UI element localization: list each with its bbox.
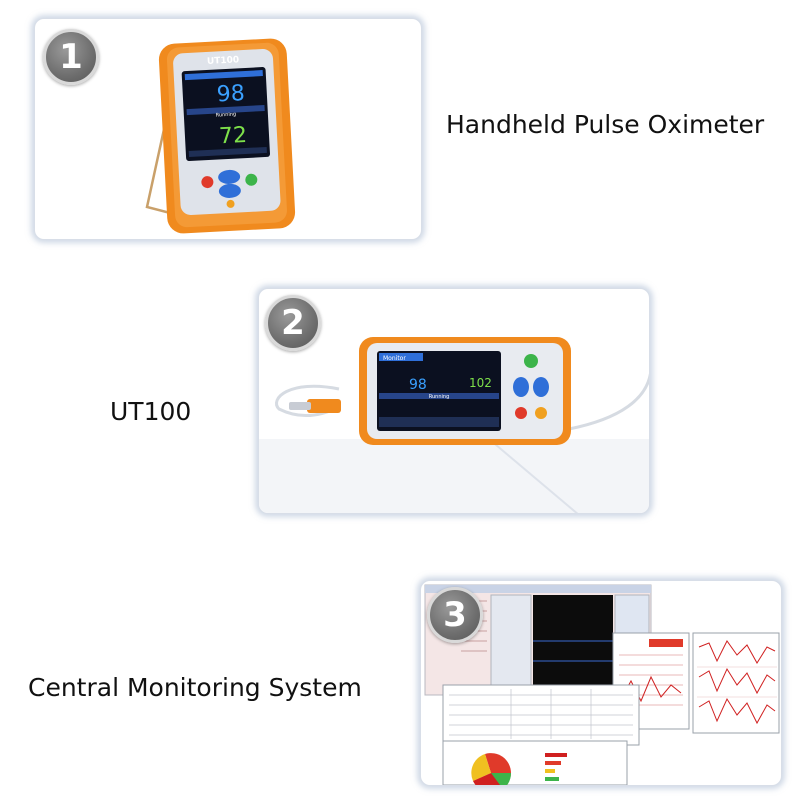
device2-pulse-value: 102 — [469, 376, 492, 390]
device-brand-label: UT100 — [207, 55, 240, 67]
product-card-3: 3 — [420, 580, 782, 786]
caption-central-monitoring-system: Central Monitoring System — [28, 673, 362, 702]
caption-ut100: UT100 — [110, 397, 192, 426]
product-card-1: 1 UT100 98 Running 72 — [34, 18, 422, 240]
device2-mode-label: Monitor — [383, 355, 406, 362]
number-badge-1: 1 — [43, 29, 99, 85]
device2-status-text: Running — [429, 394, 450, 400]
device-pulse-value: 72 — [218, 123, 247, 149]
device2-spo2-value: 98 — [409, 377, 427, 393]
device-status-text: Running — [216, 111, 237, 118]
number-badge-2: 2 — [265, 295, 321, 351]
product-card-2: 2 Monitor 98 102 Running — [258, 288, 650, 514]
number-badge-3: 3 — [427, 587, 483, 643]
ut100-device-image: Monitor 98 102 Running — [259, 337, 649, 513]
caption-handheld-pulse-oximeter: Handheld Pulse Oximeter — [446, 110, 765, 139]
handheld-oximeter-image: UT100 98 Running 72 — [145, 38, 296, 234]
device-spo2-value: 98 — [216, 81, 245, 107]
